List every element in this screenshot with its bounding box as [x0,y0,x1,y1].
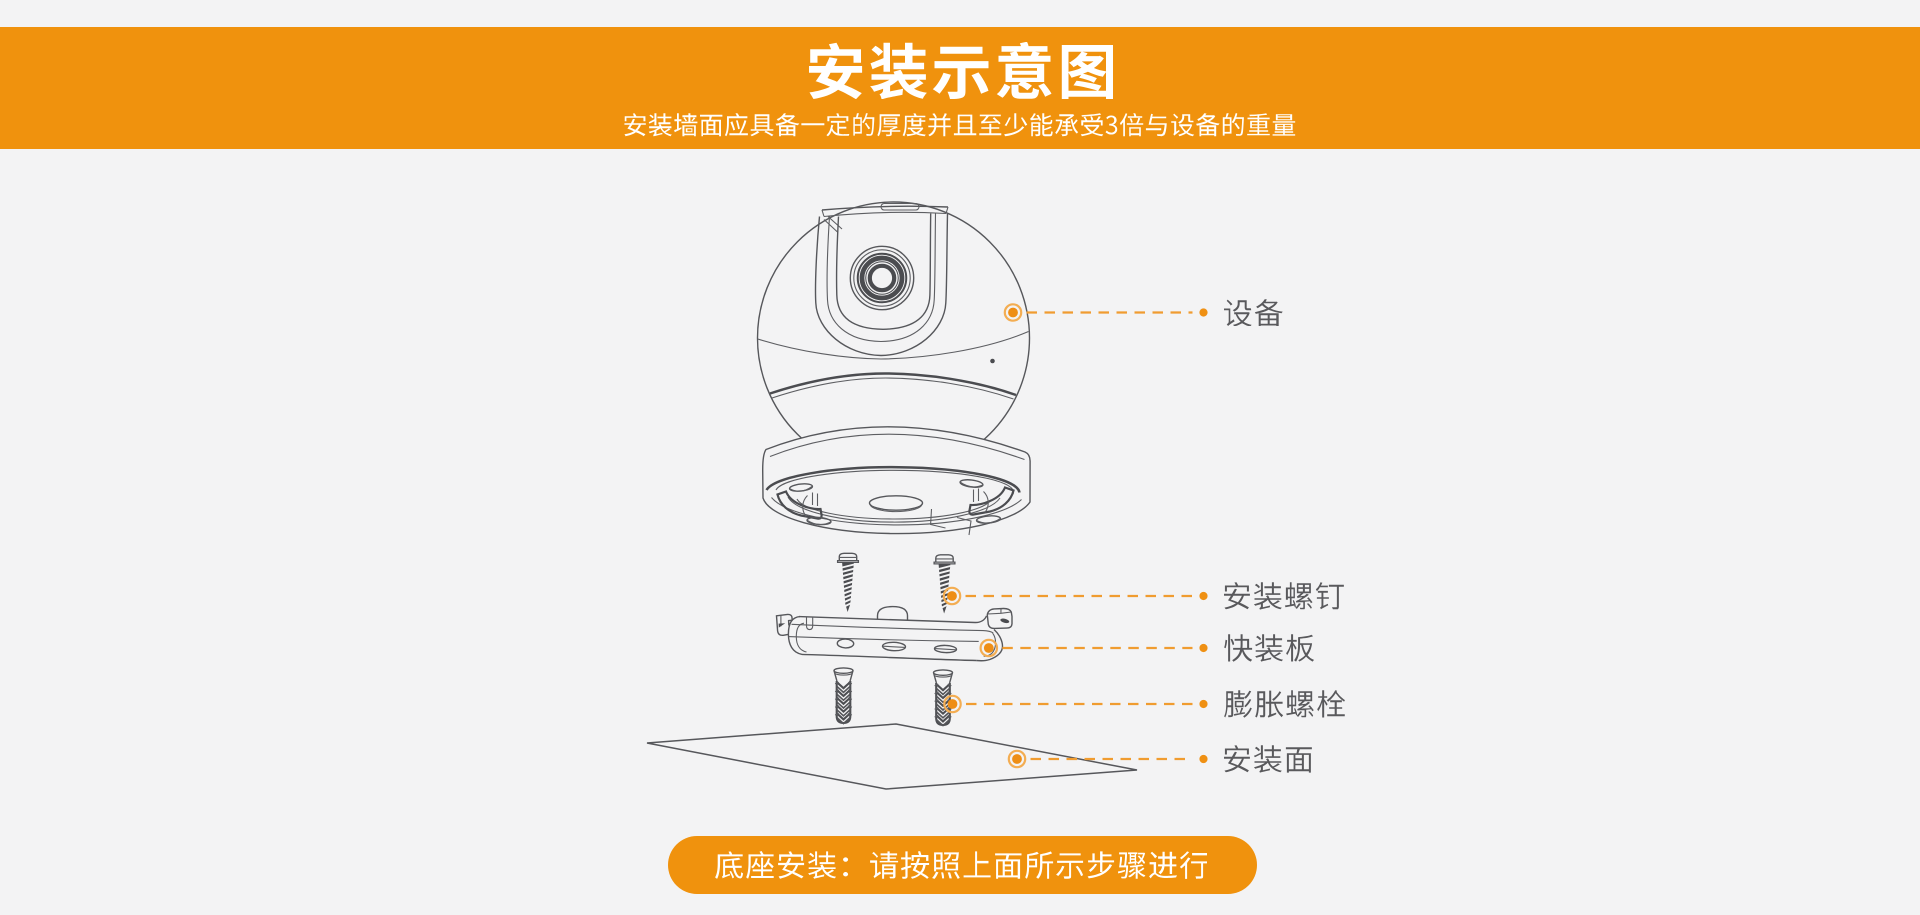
footer-note-label: 底座安装：请按照上面所示步骤进行 [714,851,1208,880]
leader-lines [942,303,1208,769]
page-subtitle-path [624,113,1296,137]
wall-anchors-drawing [833,667,954,727]
leader-end-dot [1199,308,1208,317]
leader-device [1003,303,1208,322]
callout-text-path [1224,634,1315,662]
mounting-screws-drawing [836,552,956,614]
page-title-path [808,41,1114,100]
mounting-surface-drawing [646,723,1138,790]
callout-text-path [1224,690,1346,718]
part-marker [1003,303,1023,322]
part-marker-ring [1007,749,1027,769]
leader-end-dot [1199,699,1208,709]
callout-text-path [1223,582,1344,610]
footer-note: 底座安装：请按照上面所示步骤进行 [668,836,1257,894]
part-marker-ring [943,694,962,714]
part-marker-dot [947,591,957,601]
callout-text-path [1224,298,1283,327]
callout-label-1: 安装螺钉 [1223,582,1344,610]
part-marker [979,638,999,658]
leader-mounting-screws [942,586,1208,606]
footer-note-path [714,851,1208,879]
part-marker-dot [1012,754,1022,764]
page-subtitle: 安装墙面应具备一定的厚度并且至少能承受3倍与设备的重量 [624,113,1296,137]
callout-label-3: 膨胀螺栓 [1224,690,1346,718]
part-marker-dot [983,643,994,653]
camera-device-drawing [756,201,1031,536]
callout-label-4: 安装面 [1223,745,1312,773]
part-marker-ring [942,586,962,606]
leader-end-dot [1199,591,1208,601]
footer-note-text: 底座安装：请按照上面所示步骤进行 [715,879,716,880]
leader-end-dot [1199,643,1208,653]
leader-wall-anchors [943,694,1208,714]
callout-label-0: 设备 [1224,298,1283,327]
callout-label-2: 快装板 [1224,634,1315,662]
page-title: 安装示意图 [808,41,1114,100]
part-marker-ring [1003,303,1023,322]
mount-plate-drawing [775,605,1013,662]
callout-text-path [1223,745,1312,773]
part-marker-dot [947,699,958,709]
leader-end-dot [1199,754,1208,764]
part-marker-ring [979,638,999,658]
header-banner: 安装示意图 安装墙面应具备一定的厚度并且至少能承受3倍与设备的重量 [0,27,1920,149]
leader-mounting-surface [1007,749,1208,769]
part-marker [943,694,962,714]
part-marker-dot [1008,307,1018,318]
part-marker [942,586,962,606]
leader-mount-plate [979,638,1208,658]
part-marker [1007,749,1027,769]
